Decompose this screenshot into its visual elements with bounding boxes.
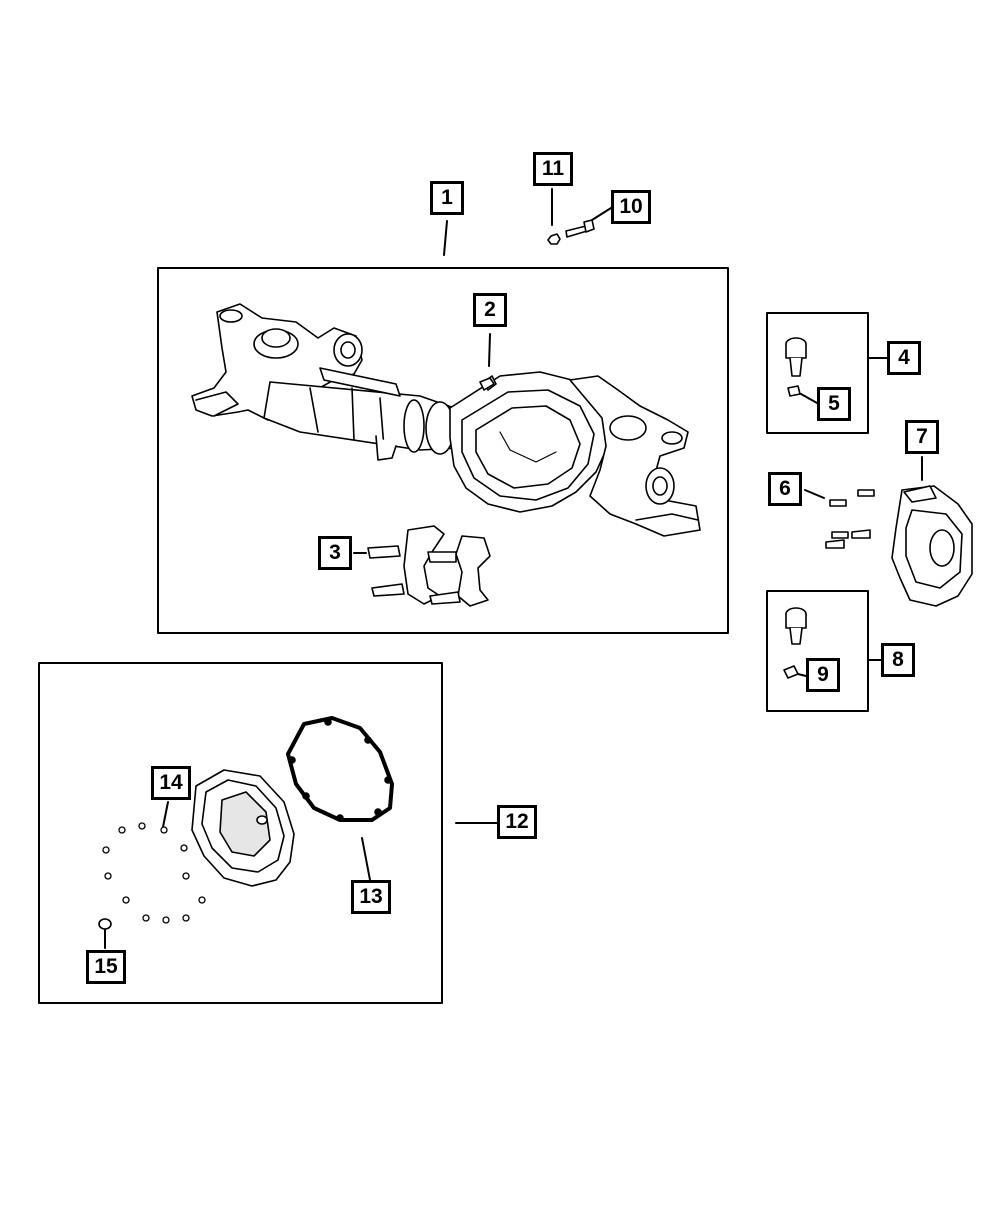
lower-ball-joint-part-8 [785,607,807,645]
callout-6: 6 [768,472,802,506]
clip-part-2 [479,377,495,391]
nut-part-11 [547,233,561,245]
callout-3: 3 [318,536,352,570]
axle-assembly-group-frame [157,267,729,634]
upper-ball-joint-part-4 [785,337,807,377]
callout-13: 13 [351,880,391,914]
callout-9: 9 [806,658,840,692]
callout-4: 4 [887,341,921,375]
nut-part-9 [783,665,799,679]
callout-8: 8 [881,643,915,677]
callout-14: 14 [151,766,191,800]
nut-part-5 [787,385,801,397]
callout-15: 15 [86,950,126,984]
bearing-caps-part-3 [367,525,491,607]
gasket-part-13 [286,716,394,822]
bolt-part-10 [565,219,595,238]
cover-kit-group-frame [38,662,443,1004]
leader-lines [104,188,923,949]
cover-bolts-part-14 [102,822,206,924]
callout-10: 10 [611,190,651,224]
steering-knuckle-part-7 [891,485,973,607]
callout-2: 2 [473,293,507,327]
fill-plug-part-15 [98,918,112,930]
axle-housing-part-1 [191,303,701,537]
differential-cover-part-12 [191,769,295,887]
upper-ball-joint-group-frame [766,312,869,434]
callout-7: 7 [905,420,939,454]
bolts-part-6 [825,489,875,549]
callout-12: 12 [497,805,537,839]
callout-5: 5 [817,387,851,421]
lower-ball-joint-group-frame [766,590,869,712]
callout-1: 1 [430,181,464,215]
callout-11: 11 [533,152,573,186]
